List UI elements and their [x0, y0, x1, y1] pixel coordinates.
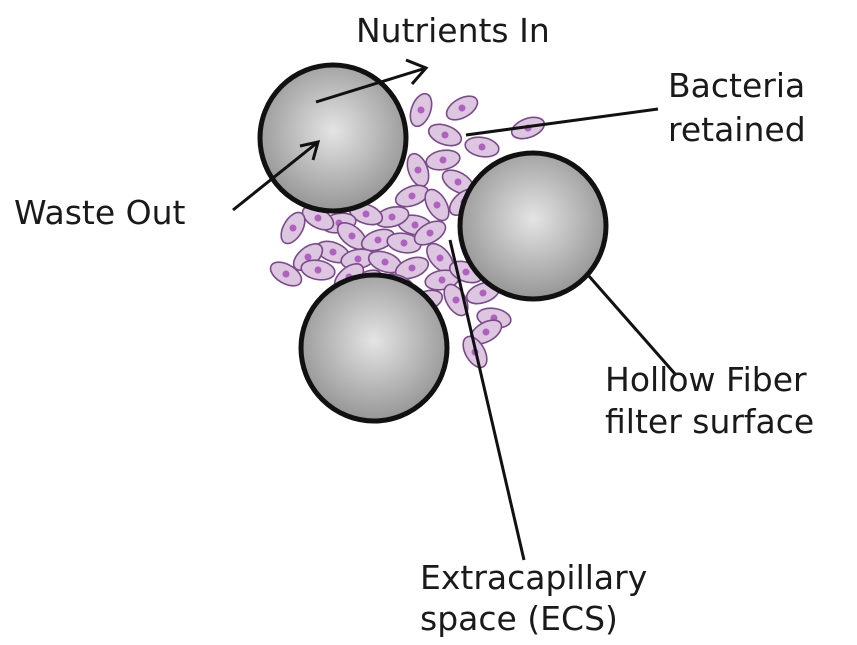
hollow-fiber-right: [460, 153, 606, 299]
fiber-label-line1: Hollow Fiber: [605, 360, 807, 399]
bacterium-cell: [425, 148, 462, 173]
ecs-label-line2: space (ECS): [420, 599, 618, 638]
bacteria-label-line2: retained: [668, 110, 806, 149]
bacteria-label-line1: Bacteria: [668, 66, 805, 105]
hollow-fiber-bottom: [301, 275, 447, 421]
bacterium-cell: [406, 91, 435, 129]
ecs-label-line1: Extracapillary: [420, 558, 647, 597]
hollow-fiber-top-left: [260, 65, 406, 211]
waste-out-label: Waste Out: [14, 193, 186, 232]
bacterium-cell: [426, 120, 464, 149]
bacteria-leader-line: [466, 109, 658, 135]
nutrients-in-label: Nutrients In: [356, 11, 550, 50]
fiber-label-line2: filter surface: [605, 402, 814, 441]
bacterium-cell: [443, 91, 482, 124]
bacterium-cell: [464, 135, 501, 160]
